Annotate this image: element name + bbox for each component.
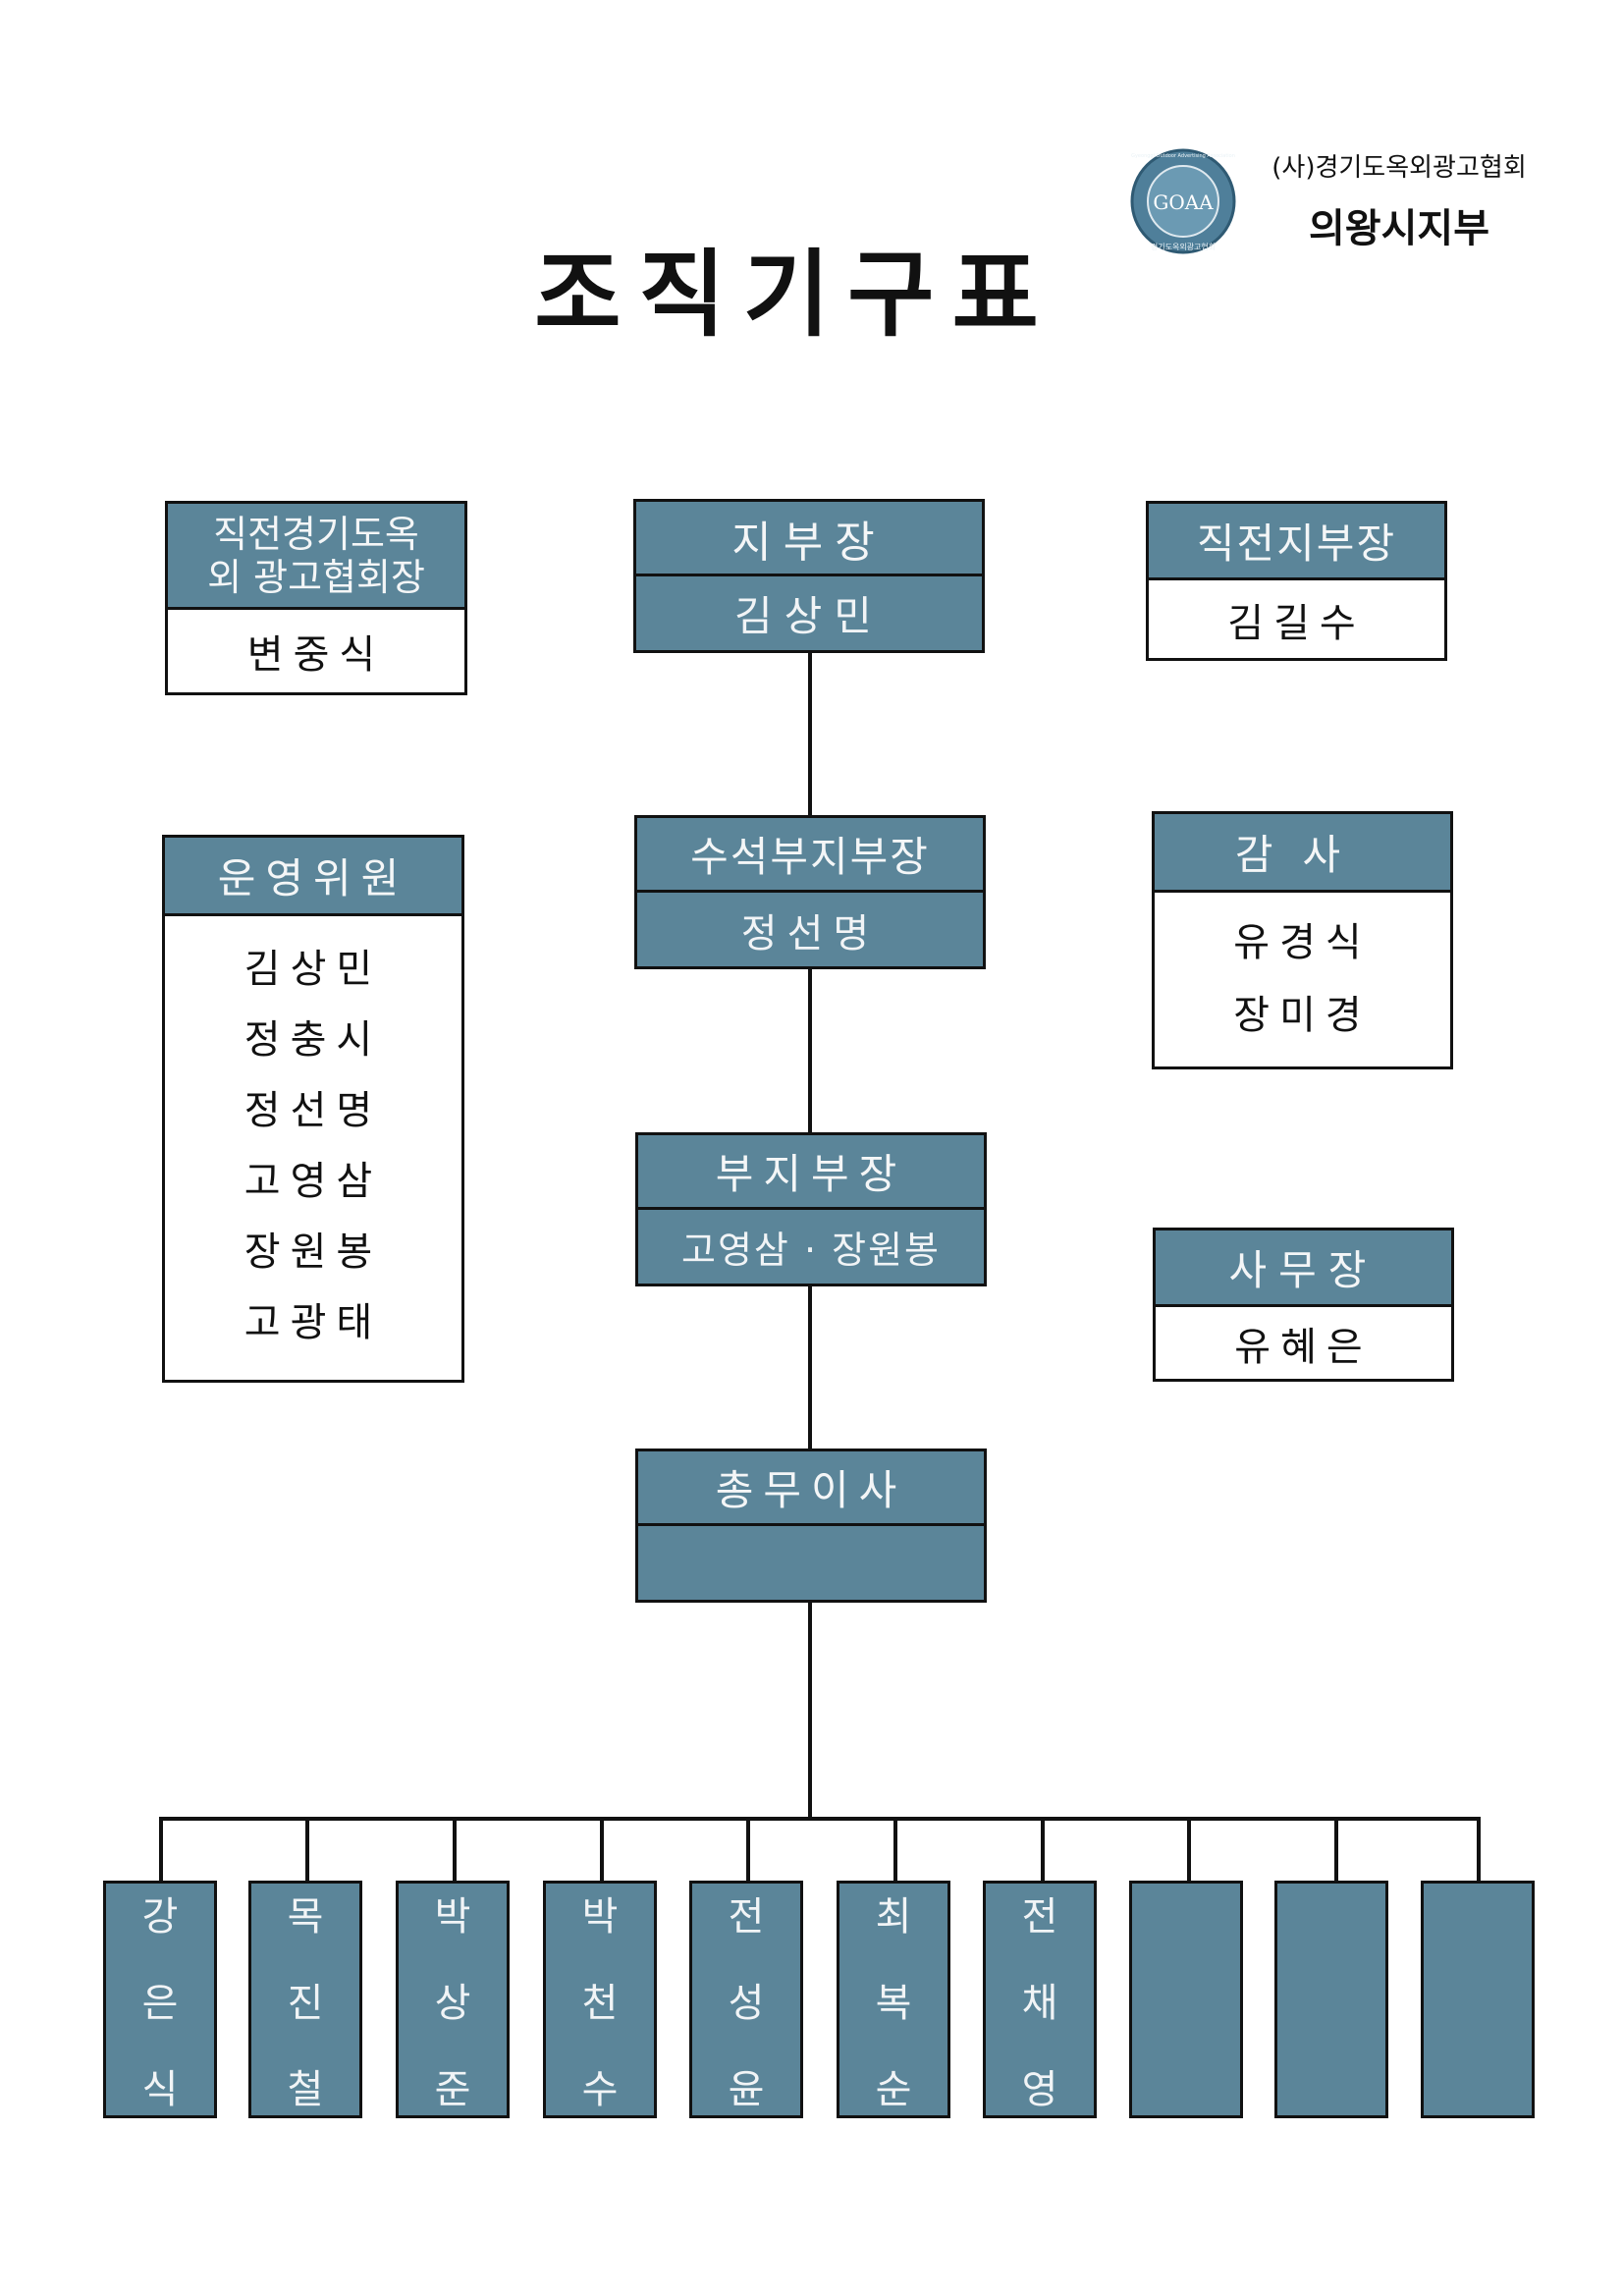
former-president-box: 직전경기도옥외 광고협회장 변중식 — [165, 501, 467, 695]
member-box — [1129, 1881, 1243, 2118]
vice-box: 부지부장 고영삼 · 장원봉 — [635, 1132, 987, 1286]
member-name-char: 준 — [434, 2067, 471, 2112]
committee-member: 정충시 — [243, 1017, 383, 1063]
member-name-char: 성 — [728, 1981, 765, 2026]
svg-text:Gyeonggi Outdoor Advertising A: Gyeonggi Outdoor Advertising Association — [1131, 153, 1235, 159]
connector-drop — [1477, 1817, 1481, 1886]
former-branch-head-title: 직전지부장 — [1149, 504, 1444, 580]
connector-drop — [893, 1817, 897, 1886]
connector-vertical-main-2 — [808, 967, 812, 1134]
member-name-char: 박 — [434, 1894, 471, 1940]
committee-member: 정선명 — [243, 1088, 383, 1133]
connector-drop — [453, 1817, 457, 1886]
connector-drop — [305, 1817, 309, 1886]
member-name-char: 은 — [141, 1981, 179, 2026]
member-name-char: 진 — [287, 1981, 324, 2026]
association-logo: GOAA Gyeonggi Outdoor Advertising Associ… — [1129, 147, 1237, 255]
former-president-name: 변중식 — [246, 632, 386, 678]
connector-drop — [1041, 1817, 1045, 1886]
auditors-title: 감사 — [1155, 814, 1450, 893]
senior-vice-title: 수석부지부장 — [637, 818, 983, 893]
auditor-name: 유경식 — [1233, 920, 1372, 965]
committee-box: 운영위원 김상민 정충시 정선명 고영삼 장원봉 고광태 — [162, 835, 464, 1383]
connector-drop — [600, 1817, 604, 1886]
member-name-char: 전 — [728, 1894, 765, 1940]
branch-head-name: 김상민 — [734, 592, 884, 640]
senior-vice-name: 정선명 — [740, 910, 880, 957]
former-branch-head-box: 직전지부장 김길수 — [1146, 501, 1447, 661]
general-director-box: 총무이사 — [635, 1449, 987, 1603]
member-name-char: 전 — [1021, 1894, 1058, 1940]
member-name-char: 철 — [287, 2067, 324, 2112]
member-name-char: 천 — [581, 1981, 619, 2026]
member-name-char: 복 — [875, 1981, 912, 2026]
member-name-char: 상 — [434, 1981, 471, 2026]
page-title: 조직기구표 — [534, 240, 1056, 350]
member-name-char: 목 — [287, 1894, 324, 1940]
committee-member: 김상민 — [243, 947, 383, 992]
senior-vice-box: 수석부지부장 정선명 — [634, 815, 986, 969]
member-name-char: 식 — [141, 2067, 179, 2112]
connector-vertical-main-3 — [808, 1285, 812, 1451]
connector-drop — [1334, 1817, 1338, 1886]
former-president-title: 직전경기도옥외 광고협회장 — [168, 504, 464, 610]
connector-drop — [1187, 1817, 1191, 1886]
member-name-char: 윤 — [728, 2067, 765, 2112]
member-name-char: 순 — [875, 2067, 912, 2112]
vice-title: 부지부장 — [638, 1135, 984, 1210]
connector-drop — [746, 1817, 750, 1886]
committee-title: 운영위원 — [165, 838, 461, 916]
association-logo-icon: GOAA Gyeonggi Outdoor Advertising Associ… — [1130, 148, 1236, 254]
branch-name: 의왕시지부 — [1309, 206, 1489, 251]
connector-drop — [159, 1817, 163, 1886]
general-director-name — [638, 1526, 984, 1600]
member-name-char: 강 — [141, 1894, 179, 1940]
secretary-title: 사무장 — [1156, 1230, 1451, 1307]
branch-head-box: 지부장 김상민 — [633, 499, 985, 653]
auditor-name: 장미경 — [1233, 993, 1372, 1038]
former-branch-head-name: 김길수 — [1227, 600, 1366, 646]
member-box — [1421, 1881, 1535, 2118]
svg-text:GOAA: GOAA — [1153, 191, 1214, 214]
general-director-title: 총무이사 — [638, 1451, 984, 1526]
secretary-name: 유혜은 — [1234, 1324, 1373, 1370]
committee-member: 고영삼 — [243, 1159, 383, 1204]
secretary-box: 사무장 유혜은 — [1153, 1228, 1454, 1382]
member-box — [1274, 1881, 1388, 2118]
connector-horizontal-members — [159, 1817, 1480, 1821]
connector-vertical-main-4 — [808, 1601, 812, 1819]
member-name-char: 수 — [581, 2067, 619, 2112]
auditors-box: 감사 유경식 장미경 — [1152, 811, 1453, 1069]
committee-member: 고광태 — [243, 1300, 383, 1345]
member-name-char: 최 — [875, 1894, 912, 1940]
auditor-list: 유경식 장미경 — [1155, 893, 1450, 1052]
member-name-char: 박 — [581, 1894, 619, 1940]
committee-member-list: 김상민 정충시 정선명 고영삼 장원봉 고광태 — [165, 916, 461, 1358]
vice-names: 고영삼 · 장원봉 — [681, 1229, 941, 1272]
branch-head-title: 지부장 — [636, 502, 982, 576]
committee-member: 장원봉 — [243, 1230, 383, 1275]
member-name-char: 채 — [1021, 1981, 1058, 2026]
connector-vertical-main-1 — [808, 650, 812, 817]
svg-text:경기도옥외광고협회: 경기도옥외광고협회 — [1151, 242, 1216, 251]
member-name-char: 영 — [1021, 2067, 1058, 2112]
association-name: (사)경기도옥외광고협회 — [1271, 153, 1527, 183]
